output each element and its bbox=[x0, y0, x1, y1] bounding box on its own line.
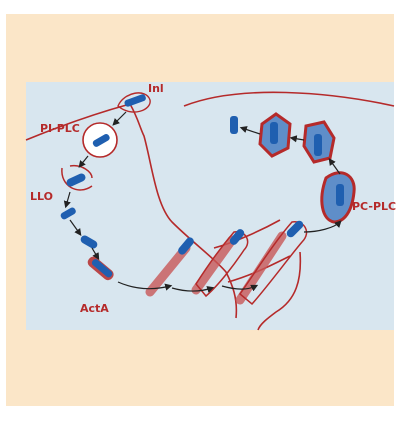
label-acta: ActA bbox=[80, 302, 109, 315]
label-pc-plc: PC-PLC bbox=[352, 200, 396, 213]
released-bacterium bbox=[230, 116, 238, 134]
secondary-vacuole-hex bbox=[304, 122, 334, 162]
label-llo: LLO bbox=[30, 190, 53, 203]
primary-vacuole bbox=[83, 123, 117, 157]
label-pi-plc: PI-PLC bbox=[40, 122, 80, 135]
label-inl: Inl bbox=[148, 82, 164, 95]
